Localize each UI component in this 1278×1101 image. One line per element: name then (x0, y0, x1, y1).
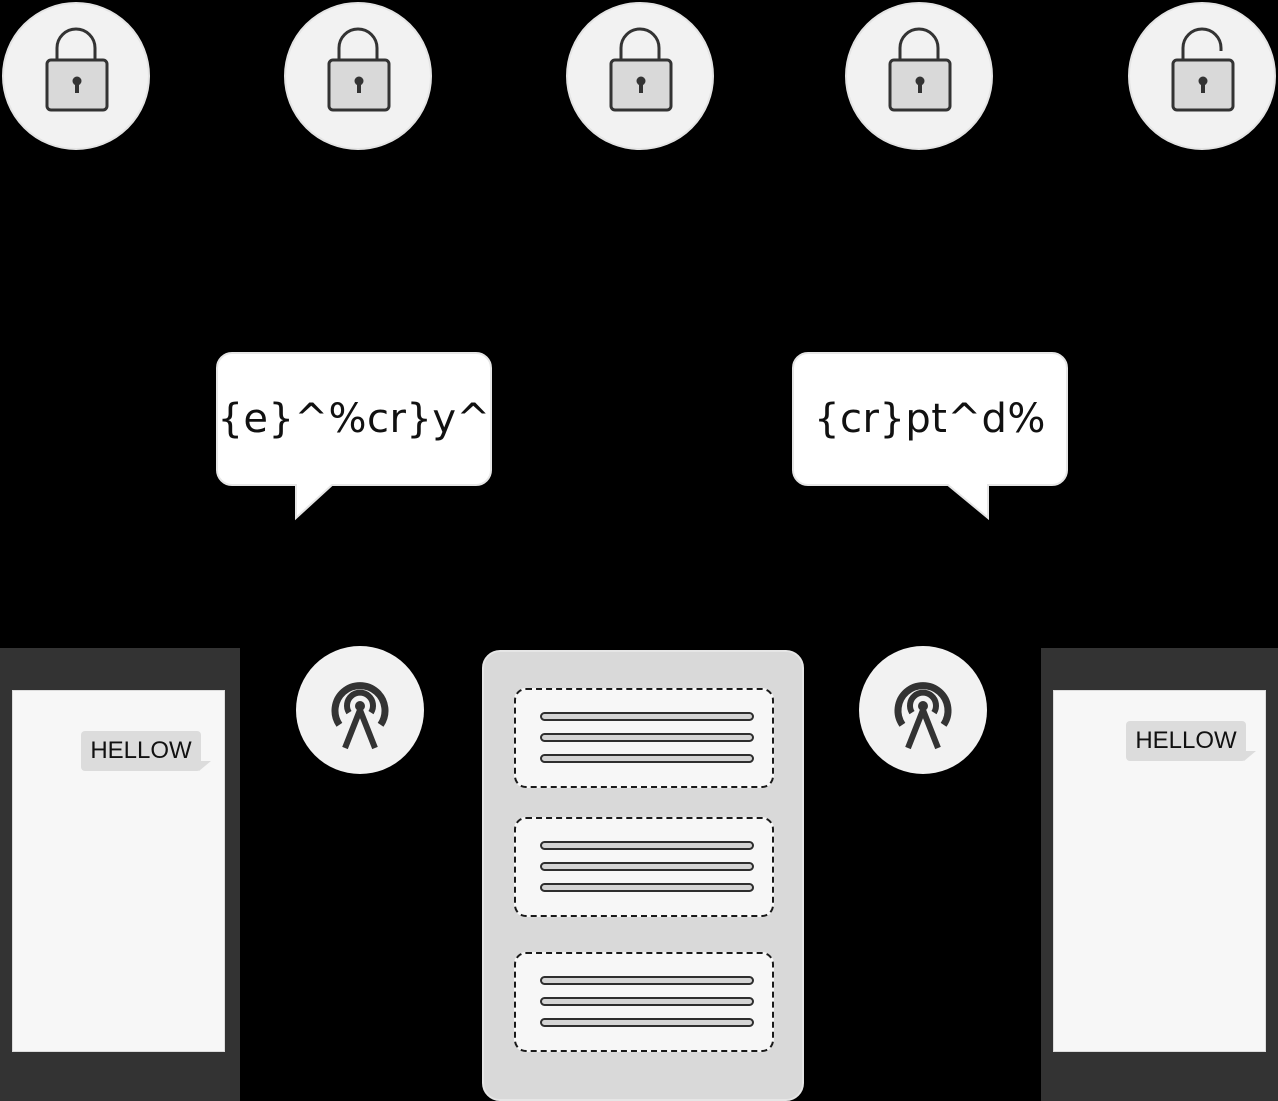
rack-line (540, 754, 754, 763)
phone-screen: HELLOW (1053, 690, 1266, 1052)
encrypted-text: {e}^%cr}y^ (217, 396, 491, 442)
rack-line (540, 997, 754, 1006)
rack-line (540, 712, 754, 721)
lock-circle-5 (1128, 2, 1276, 150)
lock-icon (609, 27, 673, 112)
server (482, 650, 804, 1101)
antenna-circle-right (857, 644, 989, 776)
receiver-phone: HELLOW (1041, 648, 1278, 1101)
speech-bubble-shape (216, 352, 492, 521)
encrypted-bubble-right: {cr}pt^d% (792, 352, 1068, 521)
lock-circle-2 (284, 2, 432, 150)
server-rack-3 (514, 952, 774, 1052)
lock-icon (888, 27, 952, 112)
server-rack-1 (514, 688, 774, 788)
message-bubble-tail (1244, 751, 1256, 761)
phone-screen: HELLOW (12, 690, 225, 1052)
encrypted-text: {cr}pt^d% (814, 396, 1046, 442)
server-rack-2 (514, 817, 774, 917)
antenna-circle-left (294, 644, 426, 776)
rack-line (540, 976, 754, 985)
encrypted-bubble-left: {e}^%cr}y^ (216, 352, 492, 521)
unlock-icon (1171, 27, 1235, 112)
lock-circle-1 (2, 2, 150, 150)
sender-phone: HELLOW (0, 648, 240, 1101)
rack-line (540, 841, 754, 850)
rack-line (540, 883, 754, 892)
antenna-icon (859, 646, 987, 774)
message-bubble: HELLOW (1126, 721, 1246, 761)
lock-circle-3 (566, 2, 714, 150)
message-bubble: HELLOW (81, 731, 201, 771)
rack-line (540, 733, 754, 742)
speech-bubble-shape (792, 352, 1068, 521)
rack-line (540, 862, 754, 871)
antenna-icon (296, 646, 424, 774)
lock-icon (327, 27, 391, 112)
lock-circle-4 (845, 2, 993, 150)
rack-line (540, 1018, 754, 1027)
lock-icon (45, 27, 109, 112)
message-bubble-tail (199, 761, 211, 771)
